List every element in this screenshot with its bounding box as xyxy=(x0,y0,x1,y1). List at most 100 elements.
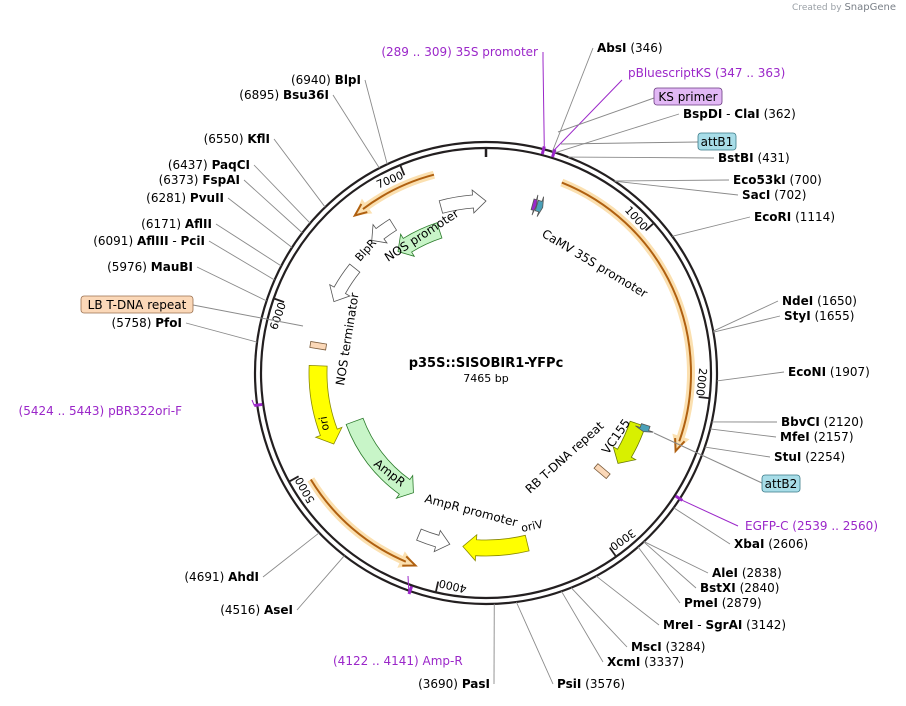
attb1-text: attB1 xyxy=(701,135,734,149)
site-position: (2606) xyxy=(768,537,808,551)
site-leader-line xyxy=(643,541,697,589)
site-label: (6373) FspAI xyxy=(159,173,240,187)
feature-label-nos-terminator: NOS terminator xyxy=(333,292,361,387)
site-position: (2120) xyxy=(824,415,864,429)
site-label: (6550) KflI xyxy=(204,132,270,146)
site-label: (6895) Bsu36I xyxy=(239,88,329,102)
site-enzyme: FspAI xyxy=(202,173,240,187)
feature-label-nos-promoter: NOS promoter xyxy=(382,206,461,264)
plasmid-size: 7465 bp xyxy=(463,372,508,385)
site-enzyme: BlpI xyxy=(335,73,361,87)
site-label: Eco53kI (700) xyxy=(733,173,822,187)
site-label: (3690) PasI xyxy=(418,677,490,691)
site-label: EcoNI (1907) xyxy=(788,365,870,379)
site-position: (6550) xyxy=(204,132,244,146)
site-enzyme: BstXI xyxy=(700,581,736,595)
site-label: (6281) PvuII xyxy=(146,191,224,205)
site-enzyme: AbsI xyxy=(597,41,626,55)
site-leader-line xyxy=(672,216,751,237)
feature-rb-repeat-box xyxy=(593,463,611,480)
site-enzyme: BbvCI xyxy=(781,415,820,429)
site-enzyme: PasI xyxy=(462,677,490,691)
site-label: (4691) AhdI xyxy=(184,570,259,584)
site-leader-line xyxy=(332,94,380,169)
orange-feature-amp xyxy=(309,478,407,563)
tick-mark xyxy=(609,547,617,557)
site-enzyme: MscI xyxy=(631,640,662,654)
orange-feature-blpr-halo xyxy=(354,170,435,216)
credit-prefix: Created by xyxy=(792,3,842,13)
site-enzyme: PfoI xyxy=(155,316,182,330)
site-position: (2254) xyxy=(805,450,845,464)
site-position: (3142) xyxy=(746,618,786,632)
site-position: (5976) xyxy=(107,260,147,274)
primer-leader-line xyxy=(554,79,623,150)
tick-mark xyxy=(698,396,709,400)
site-label: BspDI - ClaI (362) xyxy=(683,107,796,121)
site-enzyme-second: ClaI xyxy=(734,107,759,121)
feature-ampr-promoter xyxy=(416,528,451,553)
primer-label: (5424 .. 5443) pBR322ori-F xyxy=(19,404,183,418)
primer-label: (4122 .. 4141) Amp-R xyxy=(333,654,463,668)
backbone-outer-ring xyxy=(253,140,719,606)
site-label: (6091) AflIII - PciI xyxy=(93,234,205,248)
site-label: (4516) AseI xyxy=(220,603,293,617)
lb-repeat-label: LB T-DNA repeat xyxy=(80,295,304,327)
site-label: (6940) BlpI xyxy=(291,73,361,87)
tick-label: 3000 xyxy=(607,526,637,553)
orange-feature-yfp-halo xyxy=(560,178,695,452)
site-leader-line xyxy=(296,555,345,611)
site-leader-line xyxy=(713,315,781,333)
site-position: (6940) xyxy=(291,73,331,87)
site-label: MfeI (2157) xyxy=(780,430,854,444)
site-separator: - xyxy=(693,618,705,632)
site-position: (6895) xyxy=(239,88,279,102)
feature-ori xyxy=(308,364,343,445)
site-enzyme: AflII xyxy=(185,217,212,231)
site-position: (362) xyxy=(764,107,796,121)
site-leader-line xyxy=(555,113,680,154)
site-separator: - xyxy=(722,107,734,121)
orange-feature-yfp xyxy=(561,181,692,442)
site-lines-layer xyxy=(185,47,785,685)
feature-lb-repeat-box xyxy=(309,341,328,351)
site-leader-line xyxy=(273,138,326,208)
site-position: (6373) xyxy=(159,173,199,187)
site-leader-line xyxy=(570,587,628,648)
site-label: AbsI (346) xyxy=(597,41,663,55)
snapgene-credit: Created by SnapGene xyxy=(792,2,896,13)
tick-mark xyxy=(289,475,300,482)
attb1-label: attB1 xyxy=(560,132,737,151)
site-position: (3690) xyxy=(418,677,458,691)
site-label: StuI (2254) xyxy=(774,450,845,464)
site-label: PsiI (3576) xyxy=(557,677,625,691)
site-position: (6437) xyxy=(168,158,208,172)
site-position: (5758) xyxy=(112,316,152,330)
site-leader-line xyxy=(185,322,258,343)
site-enzyme: MfeI xyxy=(780,430,810,444)
site-enzyme: PaqCI xyxy=(212,158,250,172)
site-enzyme: EcoRI xyxy=(754,210,791,224)
site-position: (346) xyxy=(630,41,662,55)
feature-label-ampr-promoter: AmpR promoter xyxy=(423,491,519,529)
site-label: MscI (3284) xyxy=(631,640,705,654)
site-position: (6091) xyxy=(93,234,133,248)
primer-mark xyxy=(551,148,557,158)
tick-mark xyxy=(274,297,285,303)
site-enzyme: SacI xyxy=(742,188,770,202)
site-leader-line xyxy=(643,541,709,574)
site-label: XcmI (3337) xyxy=(607,655,684,669)
site-label: (6171) AflII xyxy=(141,217,212,231)
site-leader-line xyxy=(561,591,604,663)
site-position: (700) xyxy=(790,173,822,187)
primer-range: (4122 .. 4141) xyxy=(333,654,419,668)
site-leader-line xyxy=(215,223,282,267)
site-leader-line xyxy=(704,446,771,458)
attb2-text: attB2 xyxy=(765,477,798,491)
site-enzyme: KflI xyxy=(247,132,270,146)
site-label: BstXI (2840) xyxy=(700,581,779,595)
primer-range: (2539 .. 2560) xyxy=(792,519,878,533)
site-position: (3337) xyxy=(644,655,684,669)
site-position: (6281) xyxy=(146,191,186,205)
